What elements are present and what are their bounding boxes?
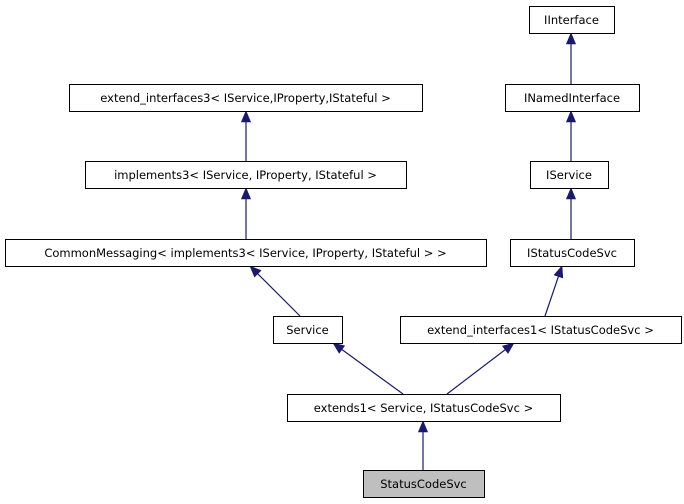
node-box[interactable] xyxy=(69,84,423,112)
inheritance-arrowhead-icon xyxy=(240,110,252,123)
node-box[interactable] xyxy=(363,470,485,498)
edge-extend_interfaces1-to-istatuscodesvc xyxy=(544,265,564,317)
node-label: extend_interfaces3< IService,IProperty,I… xyxy=(100,91,390,105)
edge-commonmessaging-to-implements3 xyxy=(240,187,252,239)
edge-extends1-to-service xyxy=(332,342,404,395)
node-box[interactable] xyxy=(273,316,343,344)
inheritance-arrowhead-icon xyxy=(565,187,577,200)
inheritance-arrowhead-icon xyxy=(332,342,346,354)
inheritance-arrowhead-icon xyxy=(501,342,515,354)
node-label: IStatusCodeSvc xyxy=(527,246,617,260)
node-iservice[interactable]: IService xyxy=(530,161,609,189)
edge-line xyxy=(446,349,506,395)
nodes-layer: IInterfaceINamedInterfaceIServiceIStatus… xyxy=(5,6,682,498)
node-label: extend_interfaces1< IStatusCodeSvc > xyxy=(427,323,654,337)
edge-implements3-to-extend_interfaces3 xyxy=(240,110,252,161)
inheritance-arrowhead-icon xyxy=(565,110,577,123)
inheritance-arrowhead-icon xyxy=(553,265,564,279)
node-box[interactable] xyxy=(530,161,609,189)
node-label: implements3< IService, IProperty, IState… xyxy=(114,168,377,182)
node-extend_interfaces3[interactable]: extend_interfaces3< IService,IProperty,I… xyxy=(69,84,423,112)
node-service[interactable]: Service xyxy=(273,316,343,344)
node-box[interactable] xyxy=(5,239,487,267)
node-extends1[interactable]: extends1< Service, IStatusCodeSvc > xyxy=(287,394,561,422)
node-label: IInterface xyxy=(544,13,599,27)
node-box[interactable] xyxy=(85,161,407,189)
inheritance-arrowhead-icon xyxy=(417,420,429,433)
node-label: INamedInterface xyxy=(524,91,620,105)
node-label: extends1< Service, IStatusCodeSvc > xyxy=(314,401,533,415)
node-box[interactable] xyxy=(505,84,640,112)
node-inamedinterface[interactable]: INamedInterface xyxy=(505,84,640,112)
edge-line xyxy=(257,273,301,317)
node-box[interactable] xyxy=(287,394,561,422)
edge-istatuscodesvc-to-iservice xyxy=(565,187,577,239)
node-implements3[interactable]: implements3< IService, IProperty, IState… xyxy=(85,161,407,189)
node-istatuscodesvc[interactable]: IStatusCodeSvc xyxy=(510,239,635,267)
node-iinterface[interactable]: IInterface xyxy=(529,6,615,34)
node-box[interactable] xyxy=(529,6,615,34)
edges-layer xyxy=(240,32,577,470)
node-commonmessaging[interactable]: CommonMessaging< implements3< IService, … xyxy=(5,239,487,267)
node-label: IService xyxy=(546,168,592,182)
edge-service-to-commonmessaging xyxy=(249,265,301,317)
node-label: Service xyxy=(286,323,329,337)
node-box[interactable] xyxy=(400,316,682,344)
node-label: StatusCodeSvc xyxy=(380,477,467,491)
node-box[interactable] xyxy=(510,239,635,267)
inheritance-arrowhead-icon xyxy=(240,187,252,200)
edge-statuscodesvc-to-extends1 xyxy=(417,420,429,470)
node-statuscodesvc[interactable]: StatusCodeSvc xyxy=(363,470,485,498)
node-label: CommonMessaging< implements3< IService, … xyxy=(44,246,446,260)
edge-iservice-to-inamedinterface xyxy=(565,110,577,161)
edge-line xyxy=(544,276,560,317)
edge-inamedinterface-to-iinterface xyxy=(565,32,577,84)
node-extend_interfaces1[interactable]: extend_interfaces1< IStatusCodeSvc > xyxy=(400,316,682,344)
inheritance-arrowhead-icon xyxy=(565,32,577,45)
edge-extends1-to-extend_interfaces1 xyxy=(446,342,515,395)
inheritance-arrowhead-icon xyxy=(249,265,262,278)
edge-line xyxy=(341,348,404,395)
